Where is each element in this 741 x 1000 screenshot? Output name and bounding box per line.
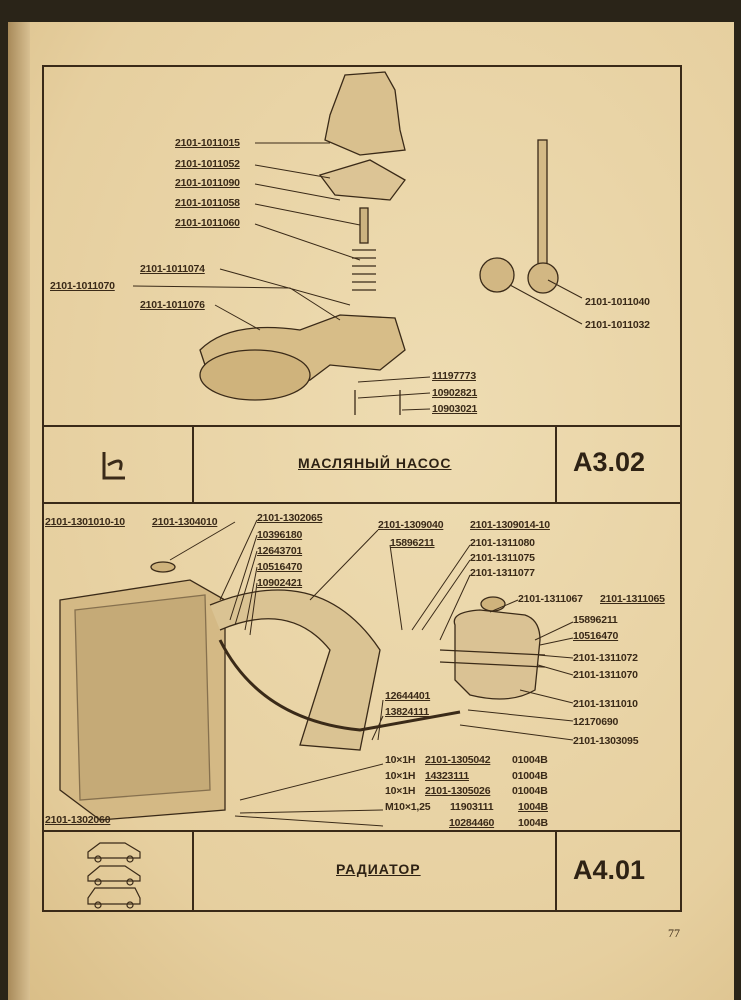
book-gutter	[8, 22, 30, 1000]
car-icons	[87, 842, 141, 909]
part-label: 10396180	[257, 529, 303, 541]
part-label: 2101-1011052	[175, 158, 240, 170]
part-label: 12643701	[257, 545, 303, 557]
part-label: 15896211	[573, 614, 618, 626]
divider	[555, 425, 557, 502]
part-label: 2101-1302060	[45, 814, 111, 826]
part-label: 2101-1311077	[470, 567, 535, 579]
part-label: 2101-1311070	[573, 669, 638, 681]
part-label: 10516470	[573, 630, 619, 642]
fastener-size: 10×1Н	[385, 785, 416, 797]
part-label: 10903021	[432, 403, 478, 415]
divider	[42, 830, 682, 832]
part-label: 12170690	[573, 716, 619, 728]
part-label: 13824111	[385, 706, 429, 718]
logo-icon	[102, 452, 125, 480]
part-label: 15896211	[390, 537, 435, 549]
assembly-label: 2101-1309014-10	[470, 519, 550, 531]
part-label: 2101-1311080	[470, 537, 535, 549]
fastener-part: 11903111	[450, 801, 494, 813]
radiator-drawing	[59, 561, 461, 821]
assembly-label: 2101-1011070	[50, 280, 115, 292]
page-number: 77	[668, 926, 680, 940]
part-label: 2101-1311075	[470, 552, 535, 564]
divider	[192, 425, 194, 502]
part-label: 2101-1011040	[585, 296, 650, 308]
part-label: 2101-1011060	[175, 217, 240, 229]
part-label: 2101-1311067	[518, 593, 583, 605]
part-label: 10516470	[257, 561, 303, 573]
divider	[42, 502, 682, 504]
section-title: РАДИАТОР	[336, 861, 421, 877]
fastener-size: 10×1Н	[385, 770, 416, 782]
fastener-code: 1004В	[518, 801, 548, 813]
part-label: 2101-1303095	[573, 735, 639, 747]
part-label: 2101-1304010	[152, 516, 218, 528]
fastener-part: 2101-1305026	[425, 785, 491, 797]
fastener-code: 01004В	[512, 770, 548, 782]
part-label: 2101-1309040	[378, 519, 444, 531]
divider	[192, 830, 194, 912]
fastener-part: 10284460	[449, 817, 495, 829]
assembly-label: 2101-1311065	[600, 593, 665, 605]
fastener-size: 10×1Н	[385, 754, 416, 766]
fastener-code: 01004В	[512, 754, 548, 766]
fastener-part: 14323111	[425, 770, 469, 782]
divider	[555, 830, 557, 912]
part-label: 12644401	[385, 690, 431, 702]
fastener-code: 01004В	[512, 785, 548, 797]
part-label: 2101-1302065	[257, 512, 323, 524]
part-label: 2101-1011032	[585, 319, 650, 331]
section-title: МАСЛЯНЫЙ НАСОС	[298, 455, 452, 471]
part-label: 2101-1011090	[175, 177, 240, 189]
expansion-tank-drawing	[439, 596, 546, 700]
section-code: A4.01	[573, 855, 646, 885]
part-label: 10902821	[432, 387, 478, 399]
part-label: 11197773	[432, 370, 476, 382]
oil-pump-housing-drawing	[199, 71, 406, 415]
leader-lines	[132, 142, 583, 827]
part-label: 2101-1311072	[573, 652, 638, 664]
section-code: A3.02	[573, 447, 646, 477]
divider	[42, 425, 682, 427]
part-label: 2101-1011058	[175, 197, 240, 209]
part-label: 10902421	[257, 577, 303, 589]
fastener-size: М10×1,25	[385, 801, 431, 813]
fastener-part: 2101-1305042	[425, 754, 491, 766]
part-label: 2101-1011074	[140, 263, 205, 275]
assembly-label: 2101-1301010-10	[45, 516, 125, 528]
fastener-code: 1004В	[518, 817, 548, 829]
part-label: 2101-1011076	[140, 299, 205, 311]
part-label: 2101-1311010	[573, 698, 638, 710]
part-label: 2101-1011015	[175, 137, 240, 149]
page-frame	[42, 65, 682, 912]
oil-pump-shaft-drawing	[479, 139, 559, 294]
